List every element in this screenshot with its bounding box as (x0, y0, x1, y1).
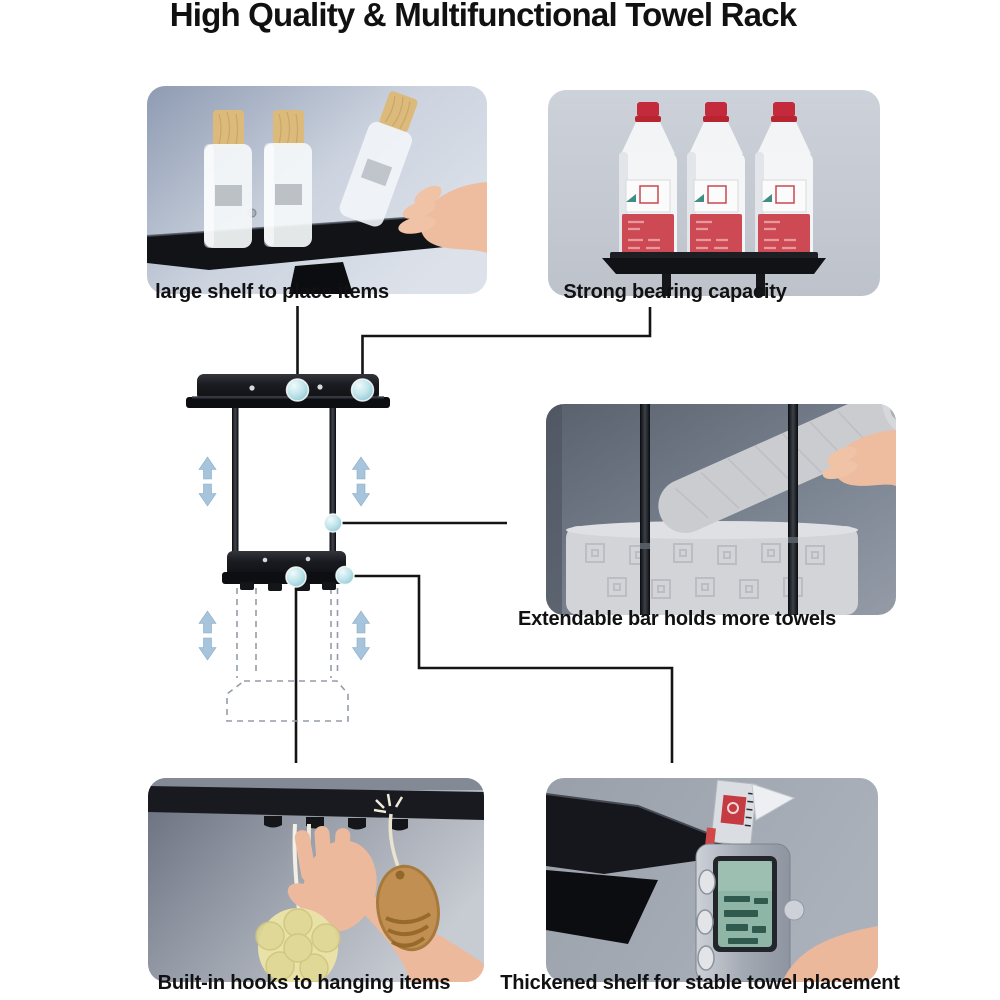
caption-extendable: Extendable bar holds more towels (517, 608, 837, 630)
photo-thickened-shelf (546, 778, 878, 982)
spray-bottle-2 (264, 110, 312, 247)
extension-dashed-outline (226, 588, 349, 722)
shelf-underside (148, 778, 484, 831)
caption-hooks: Built-in hooks to hanging items (157, 972, 451, 994)
bath-sponge (255, 908, 341, 982)
wooden-brush (373, 793, 440, 952)
callout-dot-extendable (323, 513, 343, 533)
callout-connector-lines (294, 306, 674, 763)
caption-thickened: Thickened shelf for stable towel placeme… (500, 972, 900, 994)
callout-dots (285, 378, 375, 588)
spray-bottle-1 (204, 110, 252, 248)
caption-bearing: Strong bearing capacity (563, 281, 787, 303)
photo-extendable-bar (546, 404, 896, 615)
extend-arrow-icon (352, 610, 370, 661)
finger (782, 926, 878, 982)
photo-large-shelf (147, 86, 487, 294)
callout-dot-thickened (335, 565, 355, 586)
black-shelf (602, 252, 826, 296)
extendable-bars (640, 404, 798, 615)
hand (822, 430, 896, 486)
held-bottle (339, 91, 418, 227)
rolled-towel (658, 404, 896, 533)
caption-large-shelf: large shelf to place items (155, 281, 389, 303)
connector-bearing (361, 307, 652, 390)
digital-caliper (695, 779, 805, 982)
rack-pole-left (232, 406, 239, 556)
folded-towel (566, 521, 858, 615)
connector-thickened (345, 574, 674, 763)
hand (398, 182, 487, 253)
lcd-digits (724, 896, 768, 944)
extend-arrow-icon (198, 610, 217, 661)
rack-pole-right (329, 406, 336, 556)
callout-dot-large-shelf (285, 378, 310, 402)
callout-dot-hooks (285, 566, 307, 588)
photo-bearing-capacity (548, 90, 880, 296)
water-bottles (619, 102, 813, 262)
page-title: High Quality & Multifunctional Towel Rac… (169, 0, 797, 33)
thumb-roller (783, 899, 805, 921)
photo-hooks (148, 778, 484, 982)
shelf-edge (546, 793, 731, 944)
extend-arrow-icon (198, 456, 217, 507)
callout-dot-bearing (350, 378, 375, 402)
caliper-buttons (696, 869, 716, 971)
rack-lower-bar (222, 551, 350, 591)
extend-arrow-icon (352, 456, 370, 507)
hook-row (264, 816, 408, 831)
